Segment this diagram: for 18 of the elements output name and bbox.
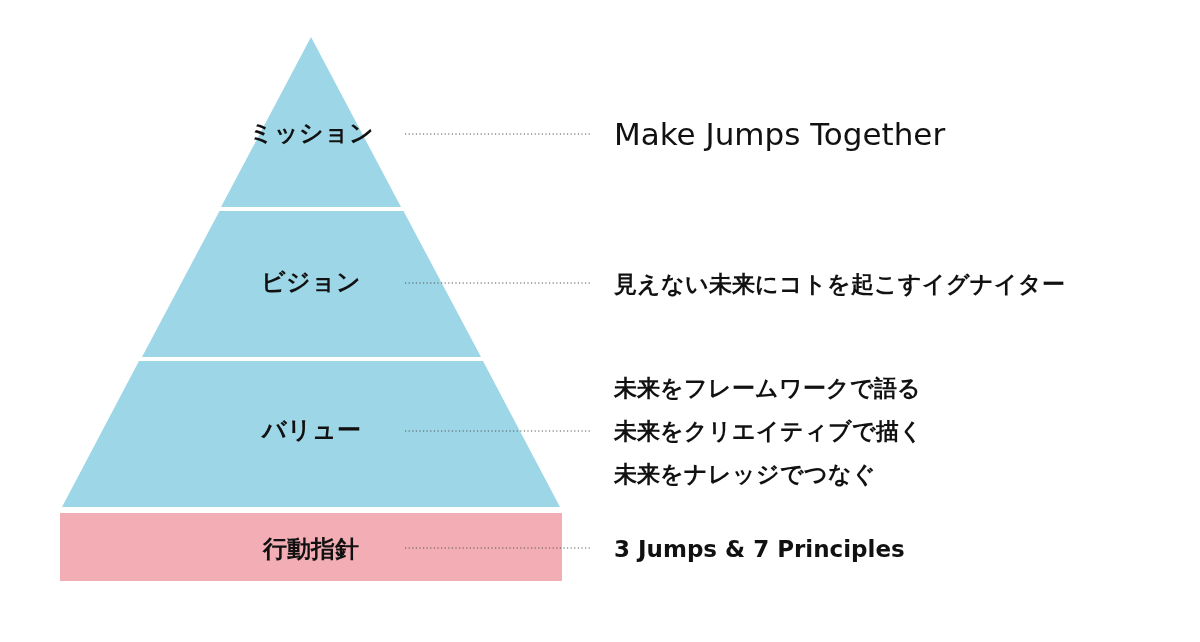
- statement-text: 3 Jumps & 7 Principles: [614, 531, 905, 567]
- statement-text: 未来をフレームワークで語る: [614, 374, 921, 403]
- pyramid-tier: [62, 361, 560, 507]
- tier-label: バリュー: [260, 415, 362, 446]
- statement-text: 見えない未来にコトを起こすイグナイター: [614, 266, 1065, 302]
- pyramid-tier: [141, 211, 481, 357]
- pyramid-base-band: [60, 513, 562, 581]
- statement-text: 未来をナレッジでつなぐ: [614, 460, 876, 489]
- leader-line: [404, 430, 591, 432]
- leader-line: [404, 547, 591, 549]
- tier-label: ミッション: [247, 118, 375, 149]
- leader-line: [404, 282, 591, 284]
- pyramid-tier: [221, 37, 401, 207]
- tier-label: ビジョン: [260, 267, 362, 298]
- statement-text: Make Jumps Together: [614, 114, 946, 154]
- leader-line: [404, 133, 591, 135]
- tier-label: 行動指針: [261, 534, 360, 565]
- statement-text: 未来をクリエイティブで描く: [614, 417, 923, 446]
